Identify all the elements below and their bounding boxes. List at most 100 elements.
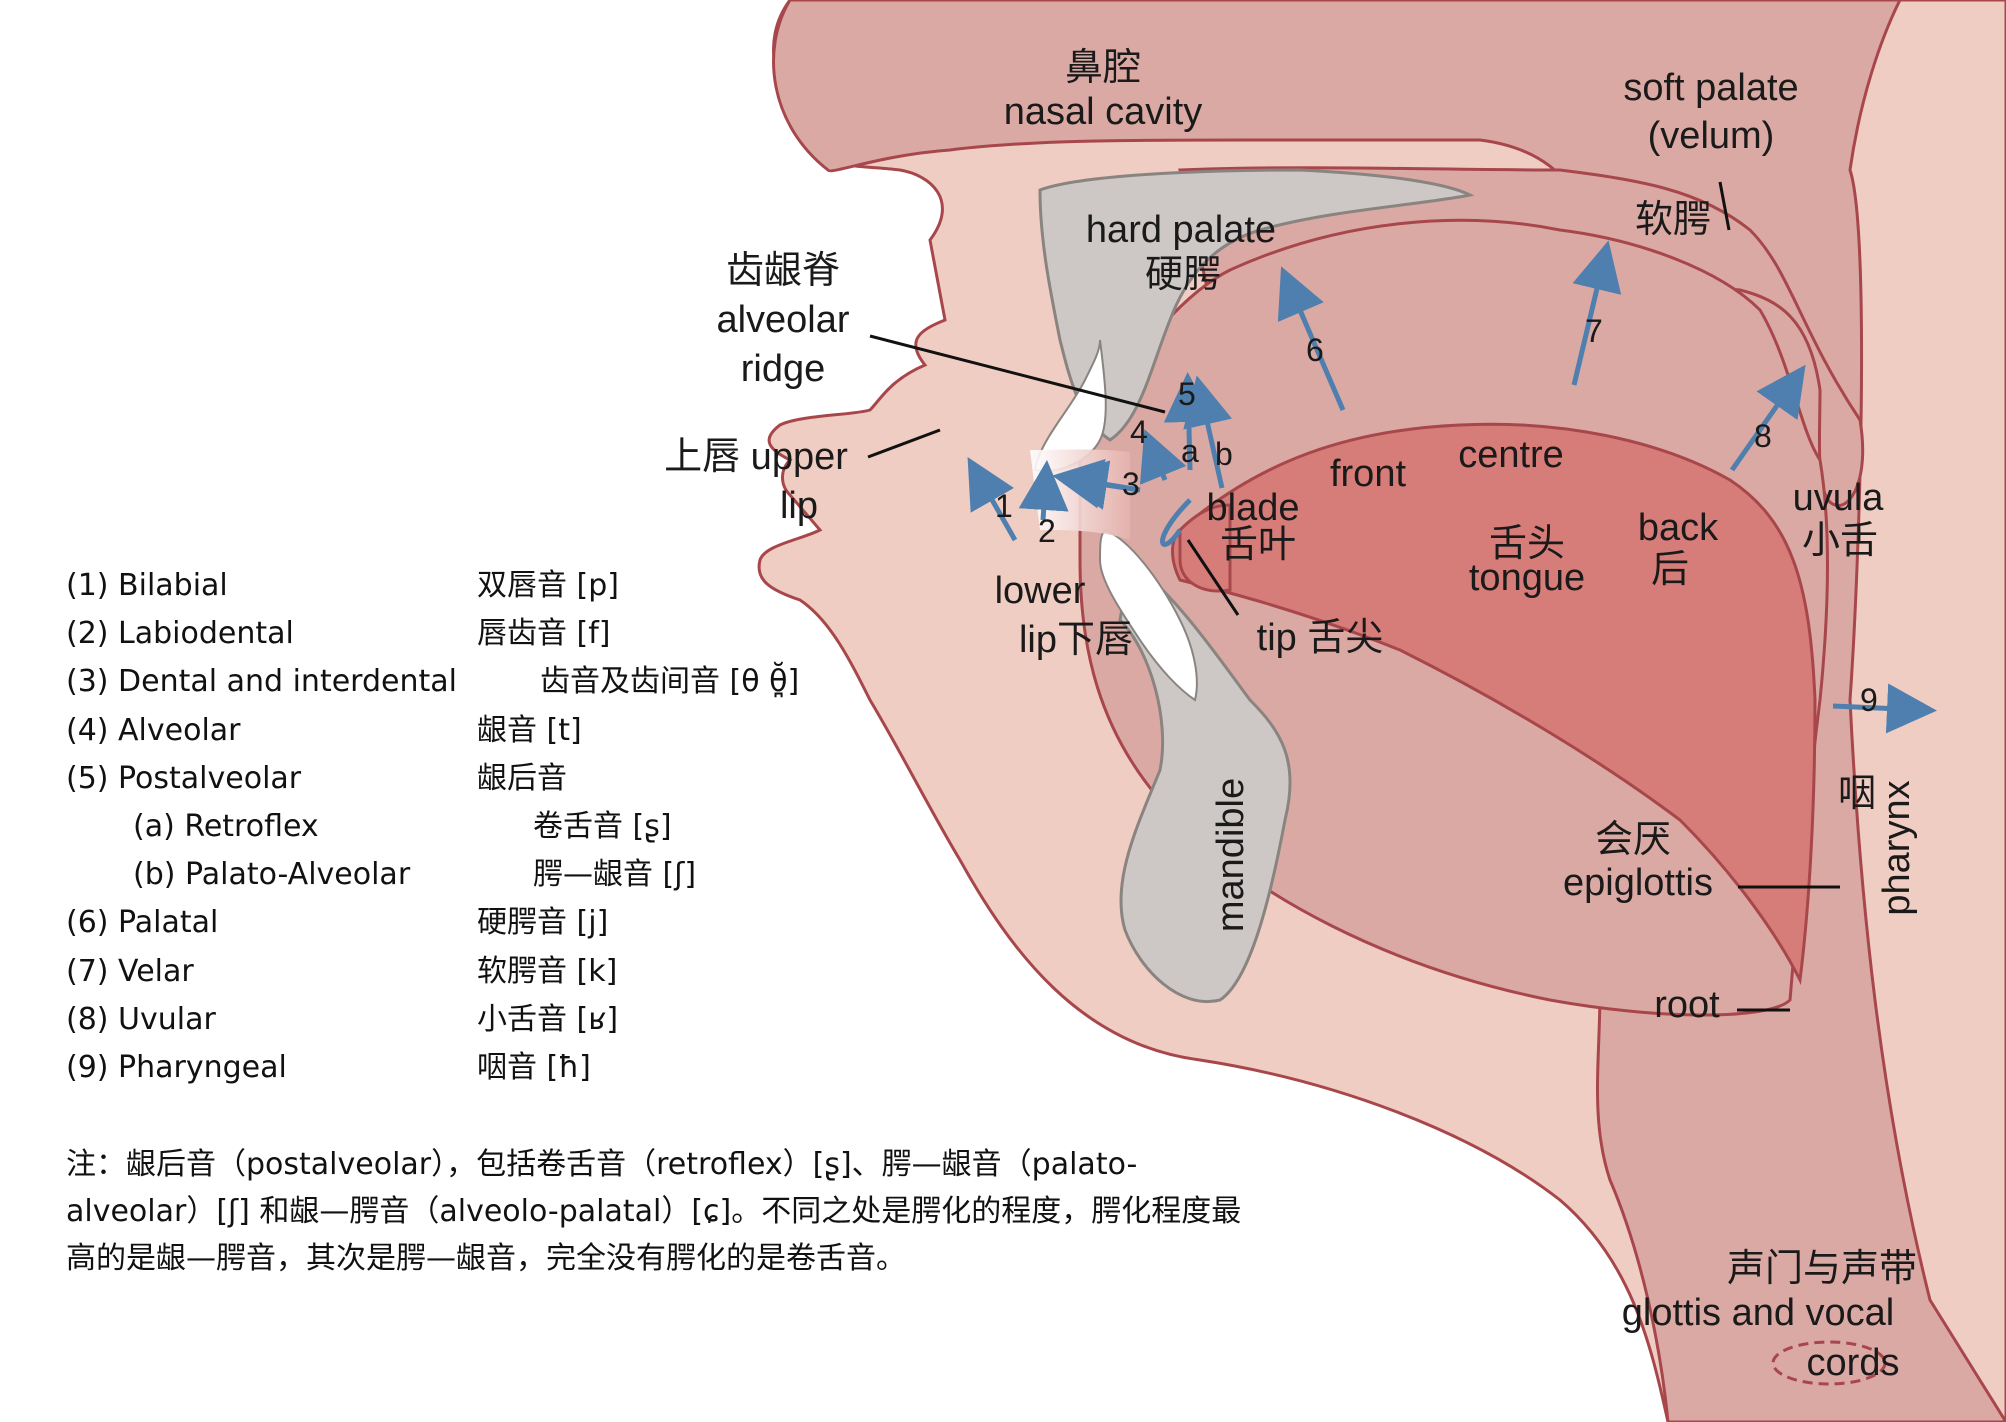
- legend-english: (6) Palatal: [66, 905, 219, 941]
- glottis-ring: [1771, 1340, 1887, 1386]
- tongue-label-zh: 舌头: [1489, 523, 1565, 565]
- arrow-number-9: 9: [1860, 682, 1878, 718]
- anatomy-labels: 鼻腔 nasal cavity soft palate (velum) 软腭 h…: [664, 47, 1918, 1384]
- nasal-cavity-label-zh: 鼻腔: [1065, 47, 1141, 89]
- back-label-en: back: [1638, 507, 1719, 549]
- note-line-2: alveolar）[ʃ] 和龈—腭音（alveolo-palatal）[ɕ]。不…: [66, 1194, 1242, 1229]
- legend-english: (4) Alveolar: [66, 712, 241, 748]
- legend-english: (2) Labiodental: [66, 616, 294, 652]
- legend-row: (4) Alveolar 龈音 [t]: [66, 707, 966, 755]
- blade-label-en: blade: [1207, 487, 1300, 529]
- arrow-numbers: 1 2 3 4 5 a b 6 7 8 9: [995, 313, 1878, 718]
- tongue-label-en: tongue: [1469, 557, 1585, 599]
- legend-chinese: 咽音 [ħ]: [477, 1049, 591, 1085]
- legend-row: (6) Palatal 硬腭音 [j]: [66, 899, 966, 947]
- legend-english: (3) Dental and interdental: [66, 664, 457, 700]
- glottis-label-en-2: cords: [1807, 1342, 1900, 1384]
- tip-label: tip 舌尖: [1257, 617, 1384, 659]
- arrow-number-6: 6: [1306, 332, 1324, 368]
- tongue-tip-shape: [1178, 503, 1232, 593]
- arrow-4: [1139, 429, 1187, 485]
- root-label: root: [1654, 984, 1720, 1026]
- hard-palate-bone: [1038, 168, 1475, 442]
- alveolar-ridge-label-en-1: alveolar: [716, 299, 849, 341]
- hard-palate-label-zh: 硬腭: [1145, 254, 1221, 296]
- curl-arrow: [1160, 498, 1192, 547]
- articulation-arrows: [967, 240, 1937, 734]
- uvula-label-zh: 小舌: [1802, 520, 1878, 562]
- legend-chinese: 龈后音: [477, 760, 567, 796]
- arrow-1: [967, 456, 1018, 542]
- soft-palate-label-en-1: soft palate: [1623, 67, 1798, 109]
- legend-row: (3) Dental and interdental 齿音及齿间音 [θ θ̪̆]: [66, 658, 966, 706]
- leader-lines: [867, 181, 1840, 1012]
- alveolar-ridge-label-en-2: ridge: [741, 348, 826, 390]
- soft-palate-label-zh: 软腭: [1635, 199, 1711, 241]
- arrow-number-5: 5: [1178, 376, 1196, 412]
- arrow-7: [1571, 240, 1622, 386]
- lower-lip-label-2: lip下唇: [1019, 619, 1133, 661]
- nasal-cavity-label-en: nasal cavity: [1004, 91, 1203, 133]
- arrow-6: [1277, 266, 1346, 411]
- legend-chinese: 龈音 [t]: [477, 712, 582, 748]
- tongue-shape: [1171, 422, 1817, 986]
- blade-label-zh: 舌叶: [1220, 524, 1296, 566]
- arrow-9: [1832, 683, 1937, 734]
- legend-english: (a) Retroflex: [133, 808, 319, 844]
- glottis-label-en-1: glottis and vocal: [1622, 1292, 1895, 1334]
- arrow-5b: [1183, 375, 1233, 489]
- arrow-8: [1729, 364, 1806, 472]
- arrow-2: [1018, 460, 1069, 521]
- legend-row: (9) Pharyngeal 咽音 [ħ]: [66, 1044, 966, 1092]
- legend-row: (8) Uvular 小舌音 [ʁ]: [66, 996, 966, 1044]
- postalveolar-note: 注：龈后音（postalveolar），包括卷舌音（retroflex）[ʂ]、…: [66, 1141, 1426, 1282]
- arrow-number-7: 7: [1585, 313, 1603, 349]
- note-line-3: 高的是龈—腭音，其次是腭—龈音，完全没有腭化的是卷舌音。: [66, 1241, 906, 1276]
- hard-palate-label-en: hard palate: [1086, 209, 1276, 251]
- pharynx-label-zh: 咽: [1838, 773, 1876, 815]
- legend-chinese: 小舌音 [ʁ]: [477, 1001, 619, 1037]
- legend-english: (7) Velar: [66, 953, 194, 989]
- legend-chinese: 硬腭音 [j]: [477, 905, 609, 941]
- legend-english: (1) Bilabial: [66, 568, 228, 603]
- epiglottis-label-en: epiglottis: [1563, 862, 1713, 904]
- epiglottis-label-zh: 会厌: [1595, 819, 1671, 861]
- lower-tooth: [1098, 528, 1198, 702]
- mandible-label: mandible: [1210, 778, 1252, 932]
- legend-row: (1) Bilabial 双唇音 [p]: [66, 562, 966, 610]
- legend-row: (a) Retroflex 卷舌音 [ʂ]: [66, 803, 966, 851]
- upper-lip-label-1: 上唇 upper: [664, 436, 848, 478]
- soft-palate-label-en-2: (velum): [1648, 115, 1775, 157]
- arrow-number-3: 3: [1122, 466, 1140, 502]
- front-label: front: [1330, 453, 1406, 495]
- arrow-number-1: 1: [995, 488, 1013, 524]
- legend-english: (8) Uvular: [66, 1001, 216, 1037]
- arrow-number-b: b: [1215, 436, 1233, 472]
- legend-english: (9) Pharyngeal: [66, 1049, 287, 1085]
- legend-chinese: 腭—龈音 [ʃ]: [533, 857, 697, 893]
- legend-english: (b) Palato-Alveolar: [133, 857, 411, 893]
- arrow-3b: [1057, 460, 1141, 510]
- legend-row: (b) Palato-Alveolar 腭—龈音 [ʃ]: [66, 851, 966, 899]
- arrow-number-a: a: [1181, 433, 1199, 469]
- uvula-label-en: uvula: [1793, 477, 1885, 519]
- glottis-label-zh: 声门与声带: [1727, 1248, 1917, 1290]
- alveolar-ridge-label-zh: 齿龈脊: [726, 250, 840, 292]
- arrow-number-8: 8: [1754, 418, 1772, 454]
- note-line-1: 注：龈后音（postalveolar），包括卷舌音（retroflex）[ʂ]、…: [66, 1147, 1138, 1182]
- centre-label: centre: [1458, 434, 1564, 476]
- legend-english: (5) Postalveolar: [66, 760, 302, 796]
- upper-lip-label-2: lip: [780, 485, 818, 527]
- arrow-number-2: 2: [1038, 513, 1056, 549]
- lower-lip-label-1: lower: [995, 570, 1086, 612]
- back-label-zh: 后: [1651, 549, 1689, 591]
- legend-chinese: 卷舌音 [ʂ]: [533, 808, 672, 844]
- pharynx-label-en: pharynx: [1876, 780, 1918, 915]
- legend-chinese: 双唇音 [p]: [477, 568, 619, 603]
- legend-chinese: 齿音及齿间音 [θ θ̪̆]: [540, 664, 800, 700]
- legend-row: (5) Postalveolar 龈后音: [66, 755, 966, 803]
